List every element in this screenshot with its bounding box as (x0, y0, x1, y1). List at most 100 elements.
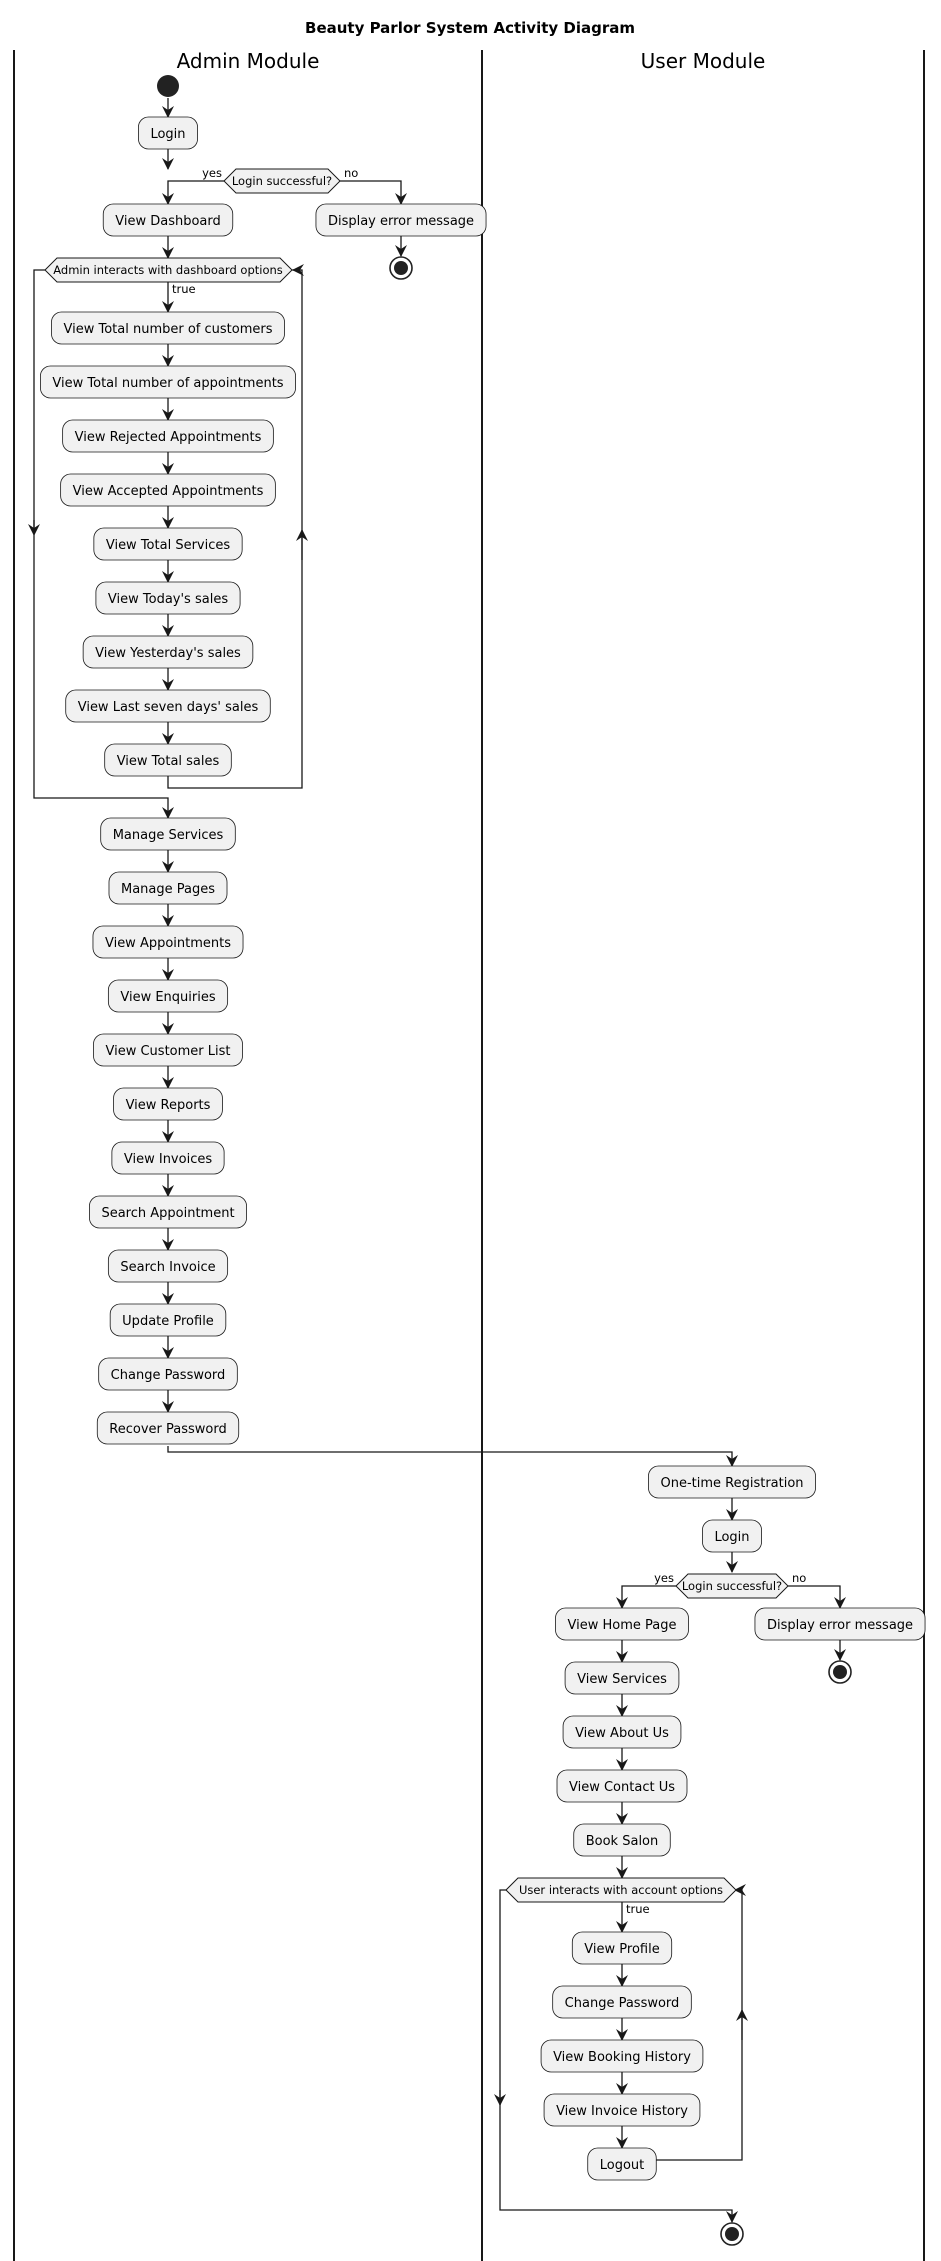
admin-step-view-reports: View Reports (113, 1087, 223, 1121)
user-loop-step-view-profile-label: View Profile (584, 1942, 659, 1957)
admin-step-view-appointments-label: View Appointments (105, 936, 231, 951)
user-step-view-about-us-label: View About Us (575, 1726, 669, 1741)
user-step-view-contact-us: View Contact Us (556, 1769, 688, 1803)
diagram-title: Beauty Parlor System Activity Diagram (305, 19, 635, 37)
admin-decision-label: Login successful? (232, 174, 332, 188)
user-decision-no: no (792, 1571, 806, 1585)
user-loop-condition: User interacts with account options (519, 1883, 723, 1897)
admin-step-recover-password-label: Recover Password (109, 1422, 226, 1437)
admin-step-view-customer-list-label: View Customer List (106, 1044, 231, 1059)
admin-loop-step-view-total-number-of-customers: View Total number of customers (51, 311, 285, 345)
admin-step-search-appointment: Search Appointment (89, 1195, 247, 1229)
user-error-stop-node (828, 1660, 852, 1684)
user-step-view-services-label: View Services (577, 1672, 667, 1687)
user-loop-step-view-booking-history-label: View Booking History (553, 2050, 691, 2065)
admin-step-manage-pages: Manage Pages (108, 871, 228, 905)
admin-start-node (157, 75, 179, 97)
user-loop-decision: User interacts with account options true (505, 1877, 737, 1916)
user-loop-step-change-password: Change Password (552, 1985, 692, 2019)
admin-step-update-profile-label: Update Profile (122, 1314, 214, 1329)
user-loop-step-change-password-label: Change Password (565, 1996, 680, 2011)
admin-loop-step-view-total-number-of-customers-label: View Total number of customers (64, 322, 273, 337)
terminals (157, 75, 852, 2246)
user-loop-true: true (626, 1902, 650, 1916)
admin-loop-step-view-total-number-of-appointments: View Total number of appointments (40, 365, 296, 399)
admin-loop-step-view-total-services: View Total Services (93, 527, 243, 561)
admin-step-change-password: Change Password (98, 1357, 238, 1391)
admin-loop-step-view-rejected-appointments-label: View Rejected Appointments (75, 430, 262, 445)
decisions: Login successful? yes no Admin interacts… (44, 166, 806, 1916)
user-login-node-label: Login (714, 1530, 749, 1545)
user-decision-label: Login successful? (682, 1579, 782, 1593)
admin-step-search-appointment-label: Search Appointment (101, 1206, 234, 1221)
admin-step-view-invoices: View Invoices (111, 1141, 225, 1175)
admin-error-node-label: Display error message (328, 214, 474, 229)
admin-loop-decision: Admin interacts with dashboard options t… (44, 257, 293, 296)
admin-error-stop-node (389, 256, 413, 280)
user-loop-step-view-booking-history: View Booking History (540, 2039, 704, 2073)
user-end-stop-node (720, 2222, 744, 2246)
user-step-view-home-page-label: View Home Page (568, 1618, 677, 1633)
user-step-view-contact-us-label: View Contact Us (569, 1780, 675, 1795)
admin-decision-no: no (344, 166, 358, 180)
admin-loop-step-view-total-services-label: View Total Services (106, 538, 231, 553)
admin-step-view-enquiries: View Enquiries (107, 979, 229, 1013)
user-error-node: Display error message (754, 1607, 926, 1641)
user-loop-step-logout-label: Logout (600, 2158, 645, 2173)
admin-step-manage-services-label: Manage Services (113, 828, 224, 843)
user-login-decision: Login successful? yes no (654, 1571, 806, 1599)
admin-login-node: Login (138, 116, 198, 150)
admin-dashboard-node: View Dashboard (102, 203, 234, 237)
admin-step-view-appointments: View Appointments (92, 925, 244, 959)
user-step-book-salon: Book Salon (573, 1823, 671, 1857)
admin-loop-step-view-yesterday-s-sales-label: View Yesterday's sales (95, 646, 241, 661)
admin-loop-condition: Admin interacts with dashboard options (53, 263, 283, 277)
admin-step-recover-password: Recover Password (96, 1411, 240, 1445)
admin-loop-step-view-yesterday-s-sales: View Yesterday's sales (82, 635, 254, 669)
user-registration-node: One-time Registration (648, 1465, 816, 1499)
admin-loop-step-view-total-number-of-appointments-label: View Total number of appointments (52, 376, 283, 391)
user-loop-step-logout: Logout (587, 2147, 657, 2181)
admin-loop-step-view-last-seven-days-sales: View Last seven days' sales (65, 689, 271, 723)
user-loop-step-view-invoice-history-label: View Invoice History (556, 2104, 688, 2119)
admin-loop-step-view-today-s-sales: View Today's sales (95, 581, 241, 615)
admin-step-manage-services: Manage Services (100, 817, 236, 851)
admin-step-view-customer-list: View Customer List (93, 1033, 243, 1067)
user-step-book-salon-label: Book Salon (586, 1834, 659, 1849)
admin-loop-step-view-today-s-sales-label: View Today's sales (108, 592, 228, 607)
admin-loop-step-view-total-sales: View Total sales (104, 743, 232, 777)
user-loop-step-view-profile: View Profile (571, 1931, 673, 1965)
admin-step-view-invoices-label: View Invoices (124, 1152, 212, 1167)
user-loop-step-view-invoice-history: View Invoice History (543, 2093, 701, 2127)
user-login-node: Login (702, 1519, 762, 1553)
user-step-view-home-page: View Home Page (555, 1607, 689, 1641)
user-registration-node-label: One-time Registration (660, 1476, 803, 1491)
admin-error-node: Display error message (315, 203, 487, 237)
user-decision-yes: yes (654, 1571, 674, 1585)
admin-step-update-profile: Update Profile (109, 1303, 227, 1337)
admin-step-view-reports-label: View Reports (126, 1098, 211, 1113)
lane-title-admin: Admin Module (177, 49, 320, 73)
admin-step-manage-pages-label: Manage Pages (121, 882, 215, 897)
user-error-node-label: Display error message (767, 1618, 913, 1633)
user-step-view-services: View Services (564, 1661, 680, 1695)
admin-decision-yes: yes (202, 166, 222, 180)
admin-loop-true: true (172, 282, 196, 296)
admin-loop-step-view-accepted-appointments-label: View Accepted Appointments (73, 484, 264, 499)
admin-step-search-invoice: Search Invoice (107, 1249, 229, 1283)
admin-step-search-invoice-label: Search Invoice (120, 1260, 215, 1275)
admin-loop-step-view-last-seven-days-sales-label: View Last seven days' sales (78, 700, 259, 715)
admin-step-view-enquiries-label: View Enquiries (120, 990, 215, 1005)
user-step-view-about-us: View About Us (562, 1715, 682, 1749)
admin-login-decision: Login successful? yes no (202, 166, 358, 194)
admin-login-node-label: Login (150, 127, 185, 142)
lane-title-user: User Module (641, 49, 766, 73)
flow-edges (28, 98, 846, 2223)
admin-loop-step-view-rejected-appointments: View Rejected Appointments (62, 419, 274, 453)
admin-loop-step-view-total-sales-label: View Total sales (117, 754, 220, 769)
swimlanes (13, 50, 925, 2261)
admin-step-change-password-label: Change Password (111, 1368, 226, 1383)
admin-loop-step-view-accepted-appointments: View Accepted Appointments (60, 473, 276, 507)
